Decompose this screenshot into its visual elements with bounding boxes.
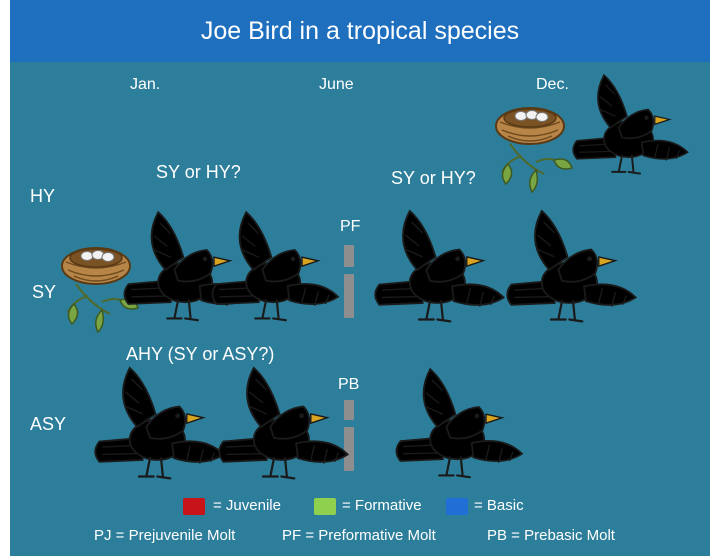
- bird-icon: [375, 211, 503, 321]
- bird-icon: [95, 368, 223, 478]
- diagram-slide: Joe Bird in a tropical species Jan. June…: [10, 0, 710, 556]
- abbreviation-pf: PF = Preformative Molt: [282, 527, 436, 544]
- legend-swatch-basic: [446, 498, 468, 515]
- legend-label-formative: = Formative: [342, 497, 422, 514]
- nest-icon: [496, 108, 572, 192]
- legend-swatch-juvenile: [183, 498, 205, 515]
- legend-label-basic: = Basic: [474, 497, 524, 514]
- abbreviation-pb: PB = Prebasic Molt: [487, 527, 615, 544]
- bird-icon: [507, 211, 635, 321]
- legend-label-juvenile: = Juvenile: [213, 497, 281, 514]
- bird-icon: [219, 368, 347, 478]
- bird-icon: [573, 75, 687, 173]
- abbreviation-pj: PJ = Prejuvenile Molt: [94, 527, 235, 544]
- legend-swatch-formative: [314, 498, 336, 515]
- illustration-layer: .juv .b-tail, .juv .b-body, .juv .b-head…: [10, 0, 710, 556]
- bird-icon: [396, 369, 522, 477]
- bird-icon: [212, 212, 338, 320]
